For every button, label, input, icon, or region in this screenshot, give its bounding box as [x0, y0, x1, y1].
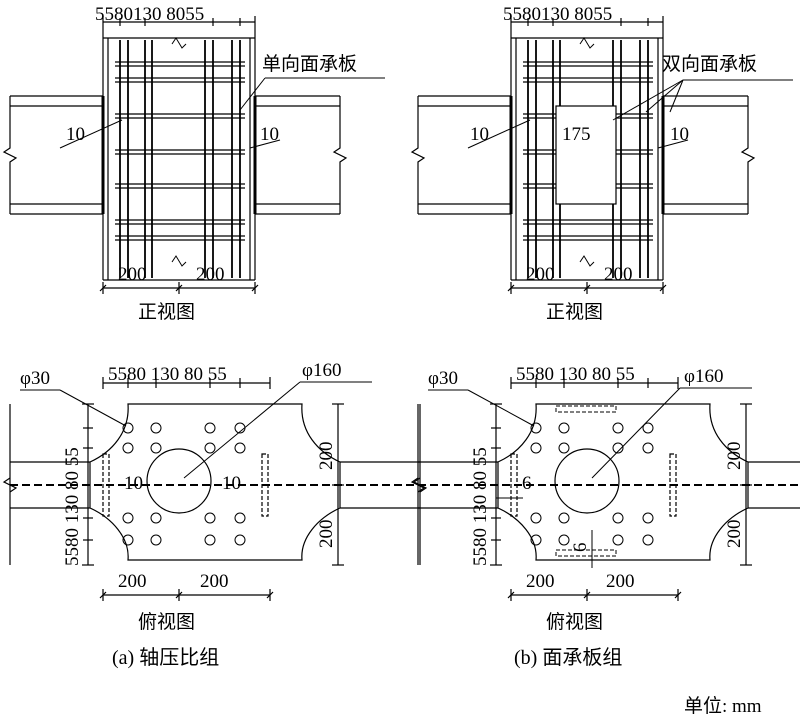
top-b-right-dim-top: 200 [724, 442, 745, 471]
top-a-top-dims: 5580 130 80 55 [108, 364, 227, 385]
front-b-left-thickness: 10 [470, 124, 489, 145]
top-a-title: 俯视图 [138, 611, 195, 633]
top-b-bottom-dim-right: 200 [606, 571, 635, 592]
front-b-center-plate [555, 105, 617, 205]
front-b-leader-right [657, 139, 689, 149]
top-b-bottom-dim-left: 200 [526, 571, 555, 592]
top-b-top-plate [555, 405, 617, 413]
top-b-thk-bottom: 6 [570, 543, 591, 553]
front-a-right-thickness: 10 [260, 124, 279, 145]
caption-a: (a) 轴压比组 [112, 646, 219, 669]
top-a-right-thickness: 10 [222, 473, 241, 494]
front-b-plate-label: 双向面承板 [662, 53, 757, 75]
front-b-right-thickness: 10 [670, 124, 689, 145]
front-a-plate-leader [239, 77, 266, 111]
top-b-bottom-plate [555, 549, 617, 557]
top-a-hole-leader [59, 389, 127, 427]
front-a-bottom-dim-left: 200 [118, 264, 147, 285]
front-a-top-dims: 5580130 8055 [95, 4, 204, 25]
top-b-left-dims: 5580 130 80 55 [470, 447, 491, 566]
top-b-circle-leader [591, 387, 681, 479]
front-b-top-dims: 5580130 8055 [503, 4, 612, 25]
top-a-right-dim-bottom: 200 [316, 520, 337, 549]
top-b-title: 俯视图 [546, 611, 603, 633]
top-a-right-dim-top: 200 [316, 442, 337, 471]
top-a-bottom-dim-left: 200 [118, 571, 147, 592]
front-view-a: 5580130 8055 单向面承板 10 10 200 200 正视图 [2, 4, 385, 323]
top-a-center-label: φ160 [302, 360, 341, 381]
top-a-left-dims: 5580 130 80 55 [62, 447, 83, 566]
front-a-title: 正视图 [138, 301, 195, 323]
top-a-left-thickness: 10 [124, 473, 143, 494]
front-b-plate-leader-3 [669, 79, 684, 113]
front-a-plate-label: 单向面承板 [262, 53, 357, 75]
top-a-circle-leader [183, 381, 301, 479]
top-a-bottom-dim-right: 200 [200, 571, 229, 592]
top-view-a: φ30 5580 130 80 55 φ160 5580 130 80 55 1… [3, 360, 427, 633]
top-a-hole-label: φ30 [20, 368, 50, 389]
top-b-right-dim-bottom: 200 [724, 520, 745, 549]
top-b-top-dims: 5580 130 80 55 [516, 364, 635, 385]
front-b-mid-dim: 175 [562, 124, 591, 145]
top-b-hole-leader [467, 389, 535, 427]
front-b-plate-leader-1 [612, 79, 684, 121]
front-a-leader-right [249, 139, 281, 149]
front-a-leader-left [59, 119, 123, 149]
unit-label: 单位: mm [684, 695, 762, 717]
front-b-bottom-dim-left: 200 [526, 264, 555, 285]
front-b-bottom-dim-right: 200 [604, 264, 633, 285]
front-b-title: 正视图 [546, 301, 603, 323]
top-b-center-label: φ160 [684, 366, 723, 387]
front-a-left-thickness: 10 [66, 124, 85, 145]
top-b-hole-label: φ30 [428, 368, 458, 389]
top-b-thk-left: 6 [522, 473, 532, 494]
top-view-b: φ30 5580 130 80 55 φ160 5580 130 80 55 6… [411, 364, 800, 633]
front-a-bottom-dim-right: 200 [196, 264, 225, 285]
front-view-b: 5580130 8055 双向面承板 10 175 10 200 200 正视图 [410, 4, 793, 323]
front-b-plate-leader-2 [645, 79, 684, 113]
caption-b: (b) 面承板组 [514, 646, 622, 669]
front-b-leader-left [467, 119, 531, 149]
